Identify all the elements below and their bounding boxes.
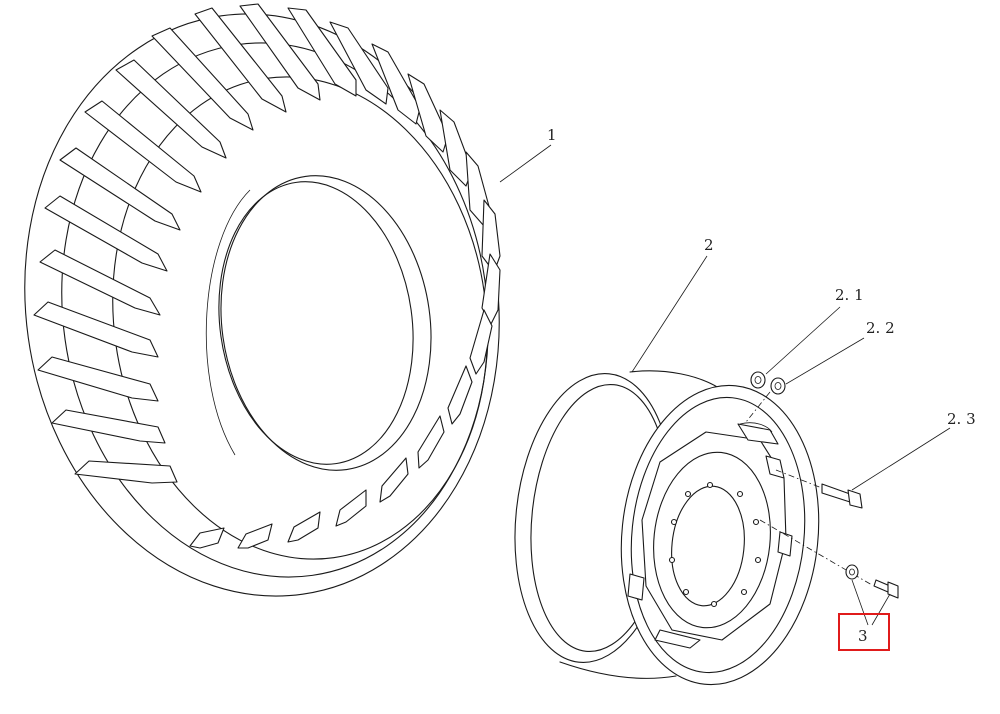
callout-leaders: [499, 144, 951, 626]
callout-label-3: 3: [858, 627, 868, 645]
tread-lugs-left: [33, 3, 357, 484]
tread-lugs-right: [189, 21, 501, 549]
long-bolt: [775, 469, 863, 509]
callout-label-2-1: 2. 1: [835, 286, 864, 304]
nut: [750, 371, 766, 389]
part-3-hardware: [759, 519, 899, 599]
callout-label-2-3: 2. 3: [947, 410, 976, 428]
washer: [770, 377, 786, 395]
stud-holes: [668, 481, 762, 608]
tractor-tire: [24, 3, 501, 597]
callout-label-2: 2: [704, 236, 714, 254]
wheel-rim: [514, 370, 820, 686]
callout-label-2-2: 2. 2: [866, 319, 895, 337]
highlight-box: [838, 613, 890, 651]
callout-label-1: 1: [547, 126, 557, 144]
